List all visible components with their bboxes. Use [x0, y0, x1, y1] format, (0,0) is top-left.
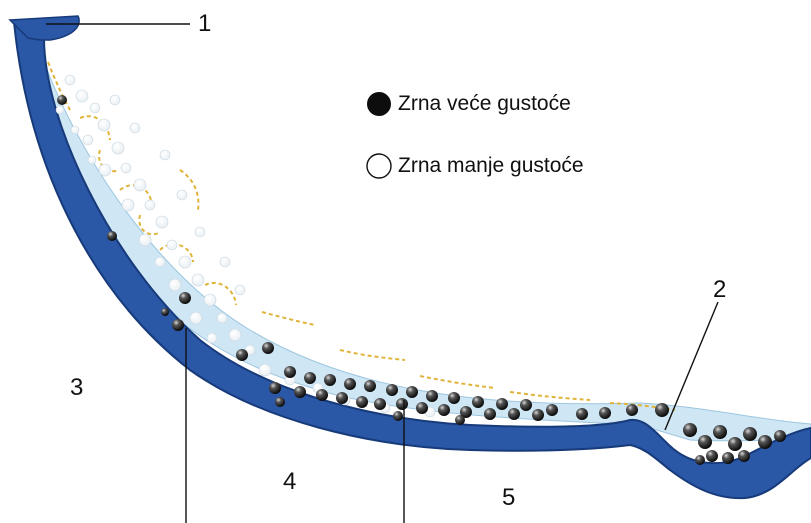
leader-lines [46, 23, 719, 523]
label-1: 1 [198, 10, 212, 37]
light-particles [55, 74, 436, 418]
label-5: 5 [502, 484, 516, 511]
dense-particles [57, 95, 786, 465]
legend-light-marker [366, 153, 392, 179]
vessel-lip [8, 15, 80, 41]
label-3: 3 [70, 374, 84, 401]
legend-dense-marker [367, 92, 391, 116]
label-2: 2 [713, 276, 727, 303]
vessel-wall [12, 16, 811, 500]
legend-light-label: Zrna manje gustoće [398, 154, 584, 177]
label-4: 4 [283, 468, 297, 495]
legend-dense-label: Zrna veće gustoće [398, 92, 571, 115]
